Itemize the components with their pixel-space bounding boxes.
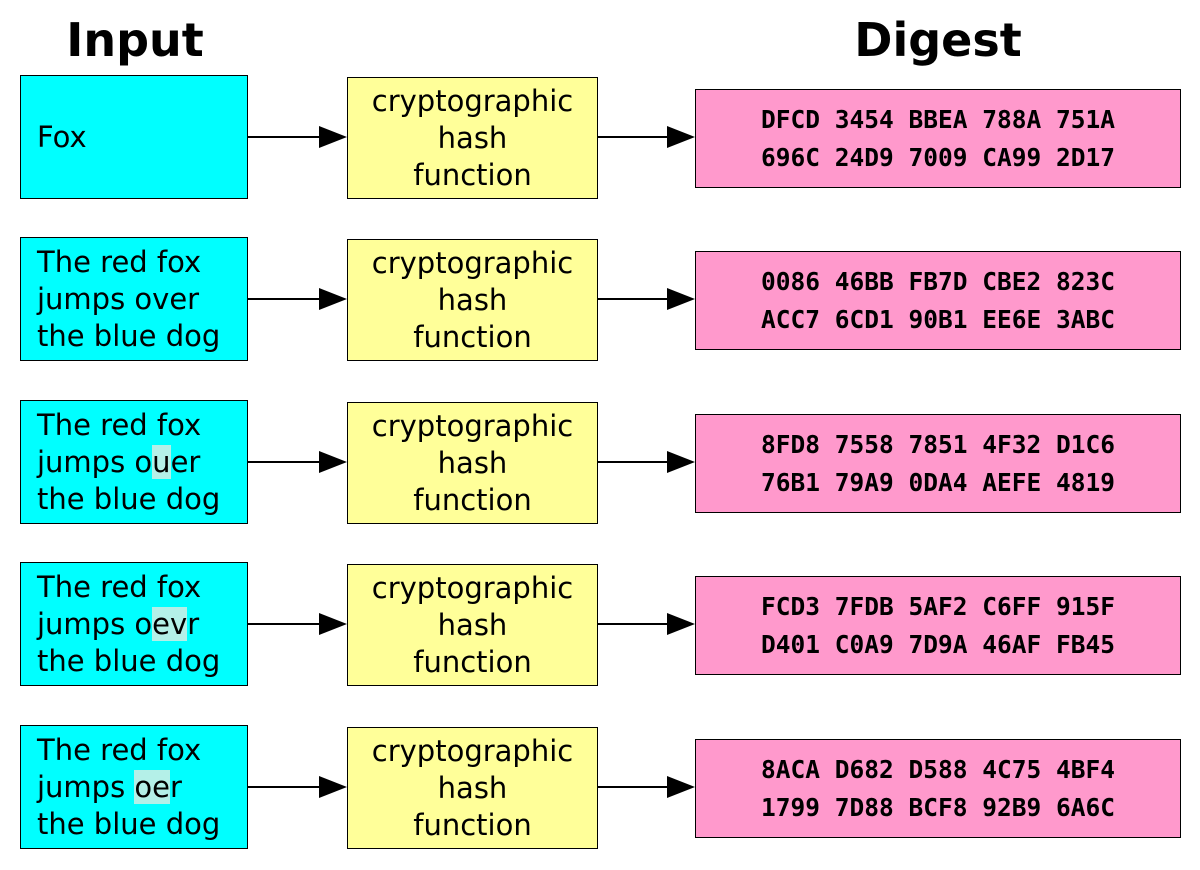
digest-box: DFCD 3454 BBEA 788A 751A 696C 24D9 7009 C… [695, 89, 1181, 188]
digest-value: DFCD 3454 BBEA 788A 751A 696C 24D9 7009 C… [761, 101, 1115, 177]
input-text-segment: the blue dog [37, 481, 221, 516]
input-line: jumps oevr [37, 606, 220, 643]
changed-characters: oe [134, 769, 171, 804]
input-text: Fox [37, 119, 87, 156]
input-line: Fox [37, 119, 87, 156]
input-text-segment: jumps [37, 769, 135, 804]
hash-label-line: hash [437, 282, 508, 317]
hash-label-line: function [413, 157, 532, 192]
input-text-segment: Fox [37, 119, 87, 154]
input-line: The red fox [37, 407, 220, 444]
input-line: The red fox [37, 244, 220, 281]
input-line: jumps oer [37, 769, 220, 806]
hash-label-line: cryptographic [371, 570, 574, 605]
hash-label-line: cryptographic [371, 733, 574, 768]
digest-value: 8ACA D682 D588 4C75 4BF4 1799 7D88 BCF8 9… [761, 751, 1115, 827]
hash-label-line: cryptographic [371, 245, 574, 280]
hash-label-line: cryptographic [371, 408, 574, 443]
input-text-segment: The red fox [37, 732, 202, 767]
input-line: the blue dog [37, 318, 220, 355]
input-text-segment: The red fox [37, 244, 202, 279]
input-text-segment: the blue dog [37, 318, 221, 353]
digest-line: FCD3 7FDB 5AF2 C6FF 915F [760, 591, 1115, 621]
digest-box: FCD3 7FDB 5AF2 C6FF 915F D401 C0A9 7D9A 4… [695, 576, 1181, 675]
input-text-segment: the blue dog [37, 643, 221, 678]
digest-value: 0086 46BB FB7D CBE2 823C ACC7 6CD1 90B1 E… [761, 263, 1115, 339]
input-heading: Input [66, 13, 204, 67]
digest-line: 76B1 79A9 0DA4 AEFE 4819 [760, 467, 1115, 497]
input-text-segment: er [170, 444, 201, 479]
hash-label-line: hash [437, 607, 508, 642]
input-line: the blue dog [37, 806, 220, 843]
input-text-segment: jumps over [37, 281, 200, 316]
input-line: jumps ouer [37, 444, 220, 481]
digest-heading: Digest [854, 13, 1022, 67]
digest-line: 8ACA D682 D588 4C75 4BF4 [760, 754, 1115, 784]
hash-label-line: function [413, 319, 532, 354]
hash-label-line: function [413, 807, 532, 842]
changed-characters: u [152, 444, 171, 479]
input-text-segment: the blue dog [37, 806, 221, 841]
digest-value: FCD3 7FDB 5AF2 C6FF 915F D401 C0A9 7D9A 4… [761, 588, 1115, 664]
input-line: The red fox [37, 732, 220, 769]
input-text-segment: r [170, 769, 182, 804]
digest-line: D401 C0A9 7D9A 46AF FB45 [760, 629, 1115, 659]
digest-line: ACC7 6CD1 90B1 EE6E 3ABC [760, 304, 1115, 334]
digest-box: 8ACA D682 D588 4C75 4BF4 1799 7D88 BCF8 9… [695, 739, 1181, 838]
input-line: The red fox [37, 569, 220, 606]
hash-label-line: hash [437, 770, 508, 805]
changed-characters: ev [152, 606, 188, 641]
input-line: the blue dog [37, 481, 220, 518]
input-text-segment: jumps o [37, 606, 153, 641]
hash-label-line: cryptographic [371, 83, 574, 118]
hash-label-line: hash [437, 120, 508, 155]
digest-box: 8FD8 7558 7851 4F32 D1C6 76B1 79A9 0DA4 A… [695, 414, 1181, 513]
input-text-segment: The red fox [37, 407, 202, 442]
hash-label-line: function [413, 644, 532, 679]
input-text-segment: r [187, 606, 200, 641]
digest-line: DFCD 3454 BBEA 788A 751A [760, 104, 1115, 134]
digest-line: 1799 7D88 BCF8 92B9 6A6C [760, 792, 1115, 822]
digest-line: 8FD8 7558 7851 4F32 D1C6 [760, 429, 1115, 459]
input-line: the blue dog [37, 643, 220, 680]
digest-value: 8FD8 7558 7851 4F32 D1C6 76B1 79A9 0DA4 A… [761, 426, 1115, 502]
hash-label-line: function [413, 482, 532, 517]
input-line: jumps over [37, 281, 220, 318]
hash-label-line: hash [437, 445, 508, 480]
digest-box: 0086 46BB FB7D CBE2 823C ACC7 6CD1 90B1 E… [695, 251, 1181, 350]
digest-line: 0086 46BB FB7D CBE2 823C [760, 266, 1115, 296]
input-text-segment: The red fox [37, 569, 202, 604]
input-text-segment: jumps o [37, 444, 153, 479]
input-box: Fox [20, 75, 248, 199]
digest-line: 696C 24D9 7009 CA99 2D17 [760, 142, 1115, 172]
